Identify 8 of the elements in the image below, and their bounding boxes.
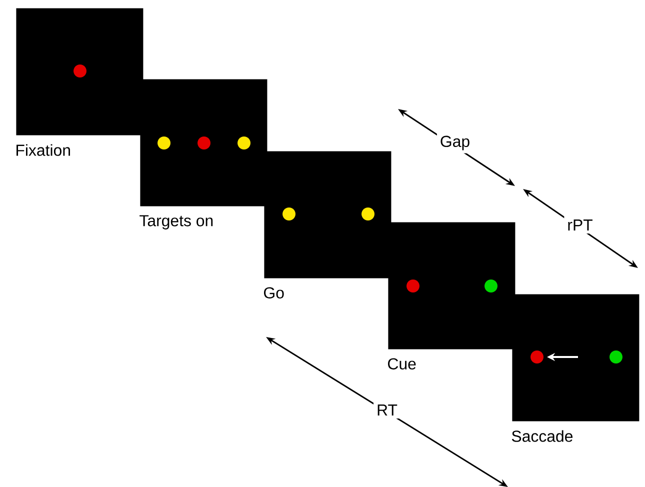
node-label: Saccade xyxy=(512,430,573,442)
node-label: Go xyxy=(264,287,284,298)
node-label: Cue xyxy=(388,358,416,370)
interval-label: RT xyxy=(374,402,400,418)
node-label: Fixation xyxy=(16,144,70,156)
interval-label: Gap xyxy=(436,132,474,154)
node-label: Targets on xyxy=(140,215,213,230)
interval-label: rPT xyxy=(564,216,596,234)
